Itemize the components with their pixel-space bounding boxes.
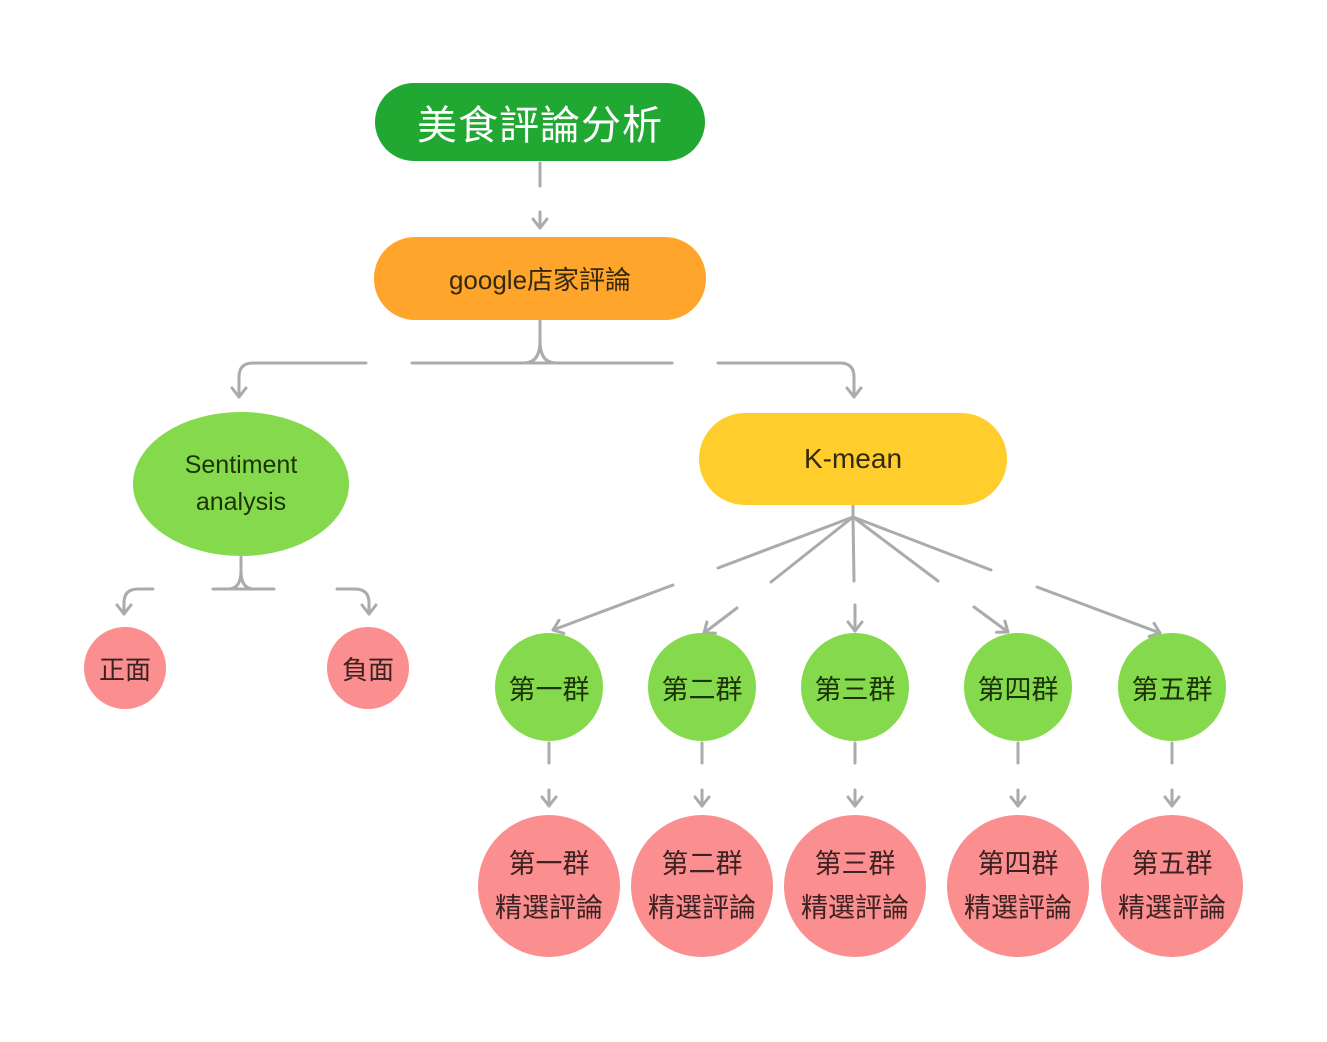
node-label: K-mean — [803, 443, 903, 474]
node-negative[interactable]: 負面 — [327, 627, 409, 709]
node-positive[interactable]: 正面 — [84, 627, 166, 709]
node-label-line2: 精選評論 — [801, 893, 909, 923]
node-label: 第一群 — [508, 674, 590, 705]
node-label: 美食評論分析 — [417, 104, 663, 148]
node-cluster-4-top-reviews[interactable]: 第四群 精選評論 — [947, 815, 1089, 957]
node-label-line2: 精選評論 — [648, 893, 756, 923]
node-label-line1: 第三群 — [814, 849, 896, 879]
node-cluster-5-top-reviews[interactable]: 第五群 精選評論 — [1101, 815, 1243, 957]
node-cluster-2[interactable]: 第二群 — [648, 633, 756, 741]
node-label-line2: 精選評論 — [1118, 893, 1226, 923]
edge-source-branch — [230, 318, 863, 399]
node-label-line1: 第一群 — [508, 849, 590, 879]
edge-sentiment-branch — [115, 555, 378, 616]
node-label: 負面 — [341, 654, 394, 685]
node-cluster-3-top-reviews[interactable]: 第三群 精選評論 — [784, 815, 926, 957]
node-label: 第二群 — [661, 674, 743, 705]
node-cluster-3[interactable]: 第三群 — [801, 633, 909, 741]
node-food-review-analysis[interactable]: 美食評論分析 — [375, 83, 705, 161]
node-cluster-5[interactable]: 第五群 — [1118, 633, 1226, 741]
node-label-line2: analysis — [195, 488, 287, 516]
node-label-line1: Sentiment — [184, 451, 298, 479]
node-label-line2: 精選評論 — [964, 893, 1072, 923]
node-sentiment-analysis[interactable]: Sentiment analysis — [133, 412, 349, 556]
node-cluster-2-top-reviews[interactable]: 第二群 精選評論 — [631, 815, 773, 957]
node-label-line2: 精選評論 — [495, 893, 603, 923]
edge-cluster-to-review — [540, 741, 1181, 808]
node-label-line1: 第五群 — [1131, 849, 1213, 879]
node-cluster-1[interactable]: 第一群 — [495, 633, 603, 741]
node-label: 第五群 — [1131, 674, 1213, 705]
node-label: google店家評論 — [448, 265, 632, 295]
node-kmean[interactable]: K-mean — [699, 413, 1007, 505]
node-cluster-4[interactable]: 第四群 — [964, 633, 1072, 741]
edge-kmean-fanout — [551, 504, 1162, 638]
node-google-store-reviews[interactable]: google店家評論 — [374, 237, 706, 320]
node-label-line1: 第二群 — [661, 849, 743, 879]
node-label: 正面 — [98, 654, 151, 685]
node-label: 第三群 — [814, 674, 896, 705]
node-label: 第四群 — [977, 674, 1059, 705]
node-label-line1: 第四群 — [977, 849, 1059, 879]
node-cluster-1-top-reviews[interactable]: 第一群 精選評論 — [478, 815, 620, 957]
